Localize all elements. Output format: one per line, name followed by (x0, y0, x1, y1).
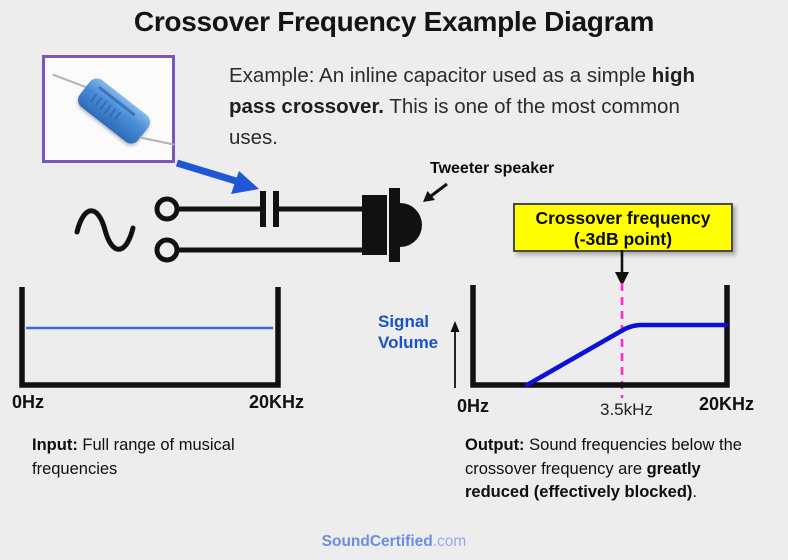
output-graph-frame (470, 285, 730, 388)
footer-watermark: SoundCertified.com (0, 533, 788, 551)
output-caption-bold: greatly reduced (effectively blocked) (465, 459, 701, 502)
output-graph-crossover-label: 3.5kHz (600, 400, 653, 419)
callout-arrow-icon (615, 250, 629, 286)
input-caption-label: Input: (32, 436, 78, 454)
page-title: Crossover Frequency Example Diagram (133, 6, 655, 37)
crossover-callout-line2: (-3dB point) (573, 229, 673, 249)
tweeter-speaker-label: Tweeter speaker (430, 160, 555, 177)
output-signal-curve (524, 322, 729, 388)
input-graph-x-max-label: 20KHz (249, 392, 305, 412)
signal-volume-label-line2: Volume (378, 333, 439, 352)
example-text-prefix: Example: An inline capacitor used as a s… (229, 64, 652, 87)
footer-brand: SoundCertified (321, 533, 433, 550)
signal-volume-label-line1: Signal (378, 312, 430, 331)
input-graph-x-min-label: 0Hz (12, 392, 45, 412)
output-graph (450, 250, 730, 398)
circuit-drawing (74, 159, 448, 263)
signal-volume-label: Signal Volume (378, 311, 438, 353)
capacitor-symbol-icon (260, 191, 279, 227)
input-graph-frame (19, 287, 281, 388)
example-text-bold: high pass crossover. (229, 64, 696, 118)
output-caption-label: Output: (465, 436, 525, 454)
input-caption-text: Full range of musical frequencies (32, 436, 235, 478)
example-text: Example: An inline capacitor used as a s… (229, 60, 734, 153)
tweeter-pointer-arrow-icon (423, 182, 448, 202)
input-graph (19, 287, 281, 388)
sine-source-icon (74, 208, 136, 252)
pointer-arrow-icon (175, 159, 259, 194)
output-graph-x-min-label: 0Hz (457, 396, 490, 416)
terminal-top-icon (154, 196, 180, 222)
footer-tld: .com (432, 533, 467, 550)
output-caption-end: . (692, 483, 698, 501)
output-caption: Output: Sound frequencies below the cros… (465, 434, 757, 505)
output-graph-x-max-label: 20KHz (699, 394, 755, 414)
capacitor-lead-right (139, 136, 175, 146)
output-caption-text: Sound frequencies below the crossover fr… (465, 436, 742, 478)
tweeter-speaker-icon (362, 188, 422, 262)
capacitor-photo (42, 55, 175, 163)
signal-volume-arrow-icon (450, 321, 460, 388)
example-text-suffix: This is one of the most common uses. (229, 95, 680, 149)
input-caption: Input: Full range of musical frequencies (32, 434, 277, 481)
crossover-callout-line1: Crossover frequency (535, 208, 711, 228)
terminal-bottom-icon (154, 237, 180, 263)
